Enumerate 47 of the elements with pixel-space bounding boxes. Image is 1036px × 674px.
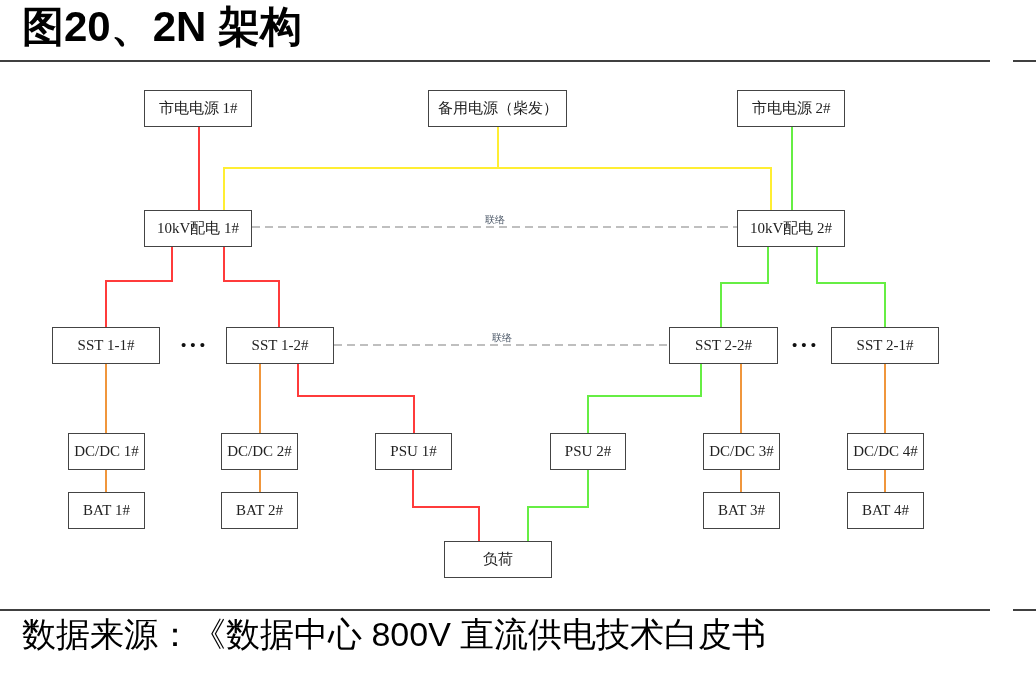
- dashed-connector-line: [333, 344, 670, 346]
- connector-line: [105, 363, 107, 434]
- component-box: DC/DC 4#: [847, 433, 924, 470]
- connector-line: [497, 126, 772, 211]
- edge-label: 联络: [490, 332, 513, 343]
- connector-line: [297, 363, 415, 434]
- component-box: SST 1-1#: [52, 327, 160, 364]
- connector-line: [740, 469, 742, 493]
- ellipsis-dots: • • •: [180, 337, 206, 353]
- component-box: PSU 2#: [550, 433, 626, 470]
- connector-line: [259, 469, 261, 493]
- component-box: DC/DC 3#: [703, 433, 780, 470]
- dashed-connector-line: [251, 226, 738, 228]
- component-box: BAT 4#: [847, 492, 924, 529]
- connector-line: [223, 246, 280, 328]
- component-box: 备用电源（柴发）: [428, 90, 567, 127]
- connector-line: [816, 246, 886, 328]
- component-box: 10kV配电 1#: [144, 210, 252, 247]
- source-caption: 数据来源：《数据中心 800V 直流供电技术白皮书: [22, 614, 767, 655]
- component-box: BAT 3#: [703, 492, 780, 529]
- component-box: BAT 2#: [221, 492, 298, 529]
- component-box: PSU 1#: [375, 433, 452, 470]
- connector-line: [259, 363, 261, 434]
- component-box: DC/DC 2#: [221, 433, 298, 470]
- connector-line: [198, 126, 200, 211]
- component-box: 负荷: [444, 541, 552, 578]
- edge-label: 联络: [483, 214, 506, 225]
- component-box: SST 1-2#: [226, 327, 334, 364]
- connector-line: [884, 469, 886, 493]
- connector-line: [412, 469, 480, 542]
- connector-line: [527, 469, 589, 542]
- component-box: 市电电源 2#: [737, 90, 845, 127]
- component-box: 10kV配电 2#: [737, 210, 845, 247]
- connector-line: [740, 363, 742, 434]
- figure-title: 图20、2N 架构: [22, 2, 303, 52]
- component-box: DC/DC 1#: [68, 433, 145, 470]
- component-box: SST 2-2#: [669, 327, 778, 364]
- component-box: 市电电源 1#: [144, 90, 252, 127]
- connector-line: [791, 126, 793, 211]
- connector-line: [587, 363, 702, 434]
- connector-line: [884, 363, 886, 434]
- component-box: BAT 1#: [68, 492, 145, 529]
- connector-line: [720, 246, 769, 328]
- component-box: SST 2-1#: [831, 327, 939, 364]
- connector-line: [105, 246, 173, 328]
- connector-line: [105, 469, 107, 493]
- ellipsis-dots: • • •: [791, 337, 817, 353]
